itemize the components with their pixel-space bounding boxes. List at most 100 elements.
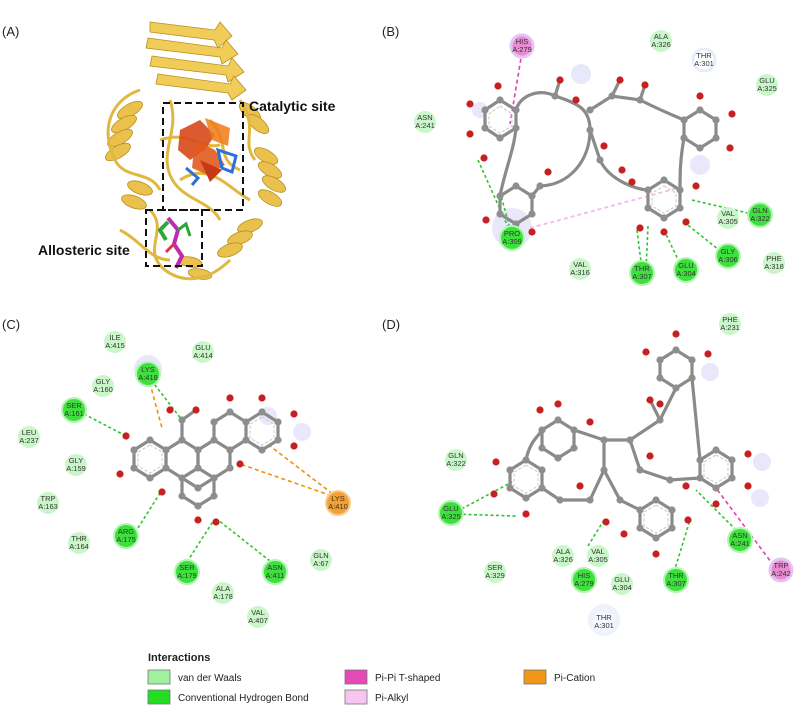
pialkyl-line: [529, 187, 679, 229]
svg-text:VAL: VAL: [573, 260, 587, 269]
panel-b-label: (B): [382, 24, 399, 39]
residue-gln-67: GLN A:67: [310, 549, 332, 571]
svg-text:THR: THR: [696, 51, 712, 60]
residue-phe-231: PHE A:231: [719, 313, 741, 335]
svg-text:THR: THR: [596, 613, 612, 622]
catalytic-site-label: Catalytic site: [249, 98, 336, 114]
legend-item-pication: Pi-Cation: [523, 669, 595, 685]
svg-text:A:307: A:307: [666, 579, 686, 588]
residue-ser-179: SER A:179: [174, 559, 200, 585]
svg-text:GLN: GLN: [448, 451, 463, 460]
svg-text:A:301: A:301: [594, 621, 614, 630]
svg-text:ASN: ASN: [417, 113, 432, 122]
allosteric-ligand: [157, 216, 192, 269]
svg-text:HIS: HIS: [516, 37, 529, 46]
svg-text:GLY: GLY: [721, 247, 735, 256]
svg-text:A:325: A:325: [757, 84, 777, 93]
residue-ser-161: SER A:161: [61, 397, 87, 423]
svg-text:A:309: A:309: [502, 237, 522, 246]
residue-ala-326: ALA A:326: [552, 545, 574, 567]
svg-text:A:322: A:322: [750, 214, 770, 223]
residue-leu-237: LEU A:237: [18, 426, 40, 448]
residue-gln-322: GLN A:322: [747, 202, 773, 228]
svg-text:LYS: LYS: [331, 494, 345, 503]
svg-text:A:161: A:161: [64, 409, 84, 418]
svg-text:A:410: A:410: [328, 502, 348, 511]
svg-text:Conventional Hydrogen Bond: Conventional Hydrogen Bond: [178, 693, 309, 704]
ligand-molecule-c: [116, 394, 298, 526]
svg-text:A:67: A:67: [313, 559, 328, 568]
legend-title: Interactions: [148, 652, 210, 664]
svg-text:A:316: A:316: [570, 268, 590, 277]
svg-text:A:231: A:231: [720, 323, 740, 332]
svg-text:ALA: ALA: [556, 547, 570, 556]
svg-text:GLU: GLU: [759, 76, 774, 85]
svg-text:ALA: ALA: [654, 32, 668, 41]
svg-text:ARG: ARG: [118, 527, 134, 536]
panel-d-label: (D): [382, 317, 400, 332]
svg-text:A:301: A:301: [694, 59, 714, 68]
svg-text:A:179: A:179: [177, 571, 197, 580]
svg-text:SER: SER: [487, 563, 503, 572]
residue-phe-318: PHE A:318: [763, 252, 785, 274]
svg-text:A:411: A:411: [265, 571, 284, 580]
svg-text:A:305: A:305: [588, 555, 608, 564]
residue-trp-242: TRP A:242: [768, 557, 794, 583]
svg-text:A:318: A:318: [764, 262, 784, 271]
residue-his-279: HIS A:279: [571, 567, 597, 593]
hbond-line: [477, 159, 513, 237]
svg-text:A:415: A:415: [105, 341, 125, 350]
residue-ala-178: ALA A:178: [212, 582, 234, 604]
svg-text:GLU: GLU: [443, 504, 458, 513]
residue-pro-309: PRO A:309: [499, 225, 525, 251]
svg-text:PHE: PHE: [766, 254, 781, 263]
residue-ala-326: ALA A:326: [650, 30, 672, 52]
svg-text:A:163: A:163: [38, 502, 58, 511]
residue-trp-163: TRP A:163: [37, 492, 59, 514]
svg-text:Pi-Alkyl: Pi-Alkyl: [375, 693, 408, 704]
svg-text:GLN: GLN: [752, 206, 767, 215]
svg-text:A:279: A:279: [512, 45, 532, 54]
svg-text:VAL: VAL: [721, 209, 735, 218]
legend-swatch: [147, 669, 171, 685]
allosteric-site-box: [145, 209, 203, 267]
ligand-molecule-b: [466, 76, 736, 244]
hbond-line: [691, 199, 753, 215]
svg-text:ASN: ASN: [267, 563, 282, 572]
svg-text:A:418: A:418: [138, 373, 158, 382]
legend-swatch: [344, 689, 368, 705]
svg-text:A:304: A:304: [676, 269, 696, 278]
residue-glu-325: GLU A:325: [438, 500, 464, 526]
svg-text:A:241: A:241: [415, 121, 435, 130]
allosteric-site-label: Allosteric site: [38, 242, 130, 258]
panel-a-label: (A): [2, 24, 19, 39]
panel-b: (B): [382, 24, 785, 286]
svg-text:GLU: GLU: [614, 575, 629, 584]
svg-text:GLU: GLU: [195, 343, 210, 352]
svg-text:A:326: A:326: [553, 555, 573, 564]
residue-glu-304: GLU A:304: [611, 573, 633, 595]
residue-ile-415: ILE A:415: [104, 331, 126, 353]
panel-a: (A): [2, 21, 336, 281]
svg-text:GLU: GLU: [678, 261, 693, 270]
residue-gln-322: GLN A:322: [445, 449, 467, 471]
svg-text:A:329: A:329: [485, 571, 505, 580]
residue-glu-414: GLU A:414: [192, 341, 214, 363]
svg-text:VAL: VAL: [251, 608, 265, 617]
svg-text:A:241: A:241: [730, 539, 750, 548]
svg-text:A:159: A:159: [66, 464, 86, 473]
residue-gly-306: GLY A:306: [715, 243, 741, 269]
legend-item-pipi: Pi-Pi T-shaped: [344, 669, 440, 685]
svg-text:GLN: GLN: [313, 551, 328, 560]
svg-text:A:160: A:160: [93, 385, 113, 394]
residue-val-316: VAL A:316: [569, 258, 591, 280]
svg-text:ASN: ASN: [732, 531, 747, 540]
legend-swatch: [523, 669, 547, 685]
residue-glu-325: GLU A:325: [756, 74, 778, 96]
residue-asn-241: ASN A:241: [727, 527, 753, 553]
svg-text:Pi-Pi T-shaped: Pi-Pi T-shaped: [375, 673, 440, 684]
panel-c: (C): [2, 317, 351, 628]
svg-text:LYS: LYS: [141, 365, 155, 374]
hbond-line: [645, 225, 649, 271]
residue-thr-164: THR A:164: [68, 532, 90, 554]
